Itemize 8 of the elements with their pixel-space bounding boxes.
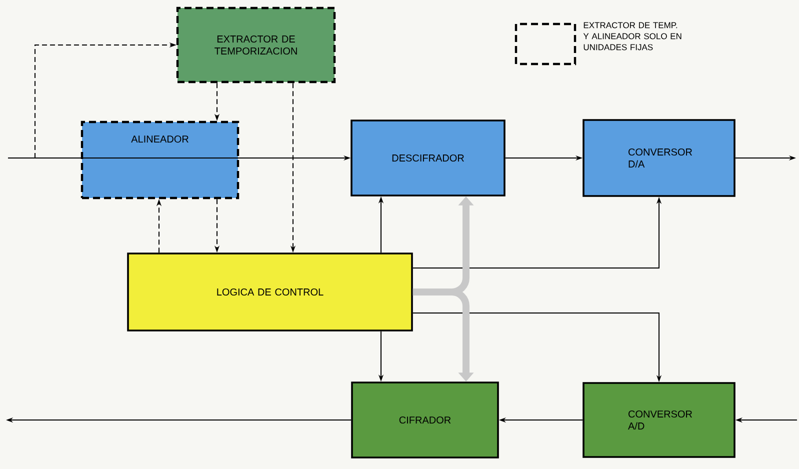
process-box: CONVERSOR D/A (582, 119, 736, 197)
dashed-process-box: EXTRACTOR DE TEMPORIZACION (176, 6, 336, 84)
control-box: LOGICA DE CONTROL (127, 252, 413, 332)
process-box: DESCIFRADOR (350, 120, 506, 196)
dashed-process-box: ALINEADOR (80, 120, 240, 200)
process-box: CIFRADOR (351, 382, 499, 458)
process-box: CONVERSOR A/D (582, 382, 736, 458)
legend-text: EXTRACTOR DE TEMP. Y ALINEADOR SOLO EN UNIDADES FIJAS (583, 22, 682, 50)
